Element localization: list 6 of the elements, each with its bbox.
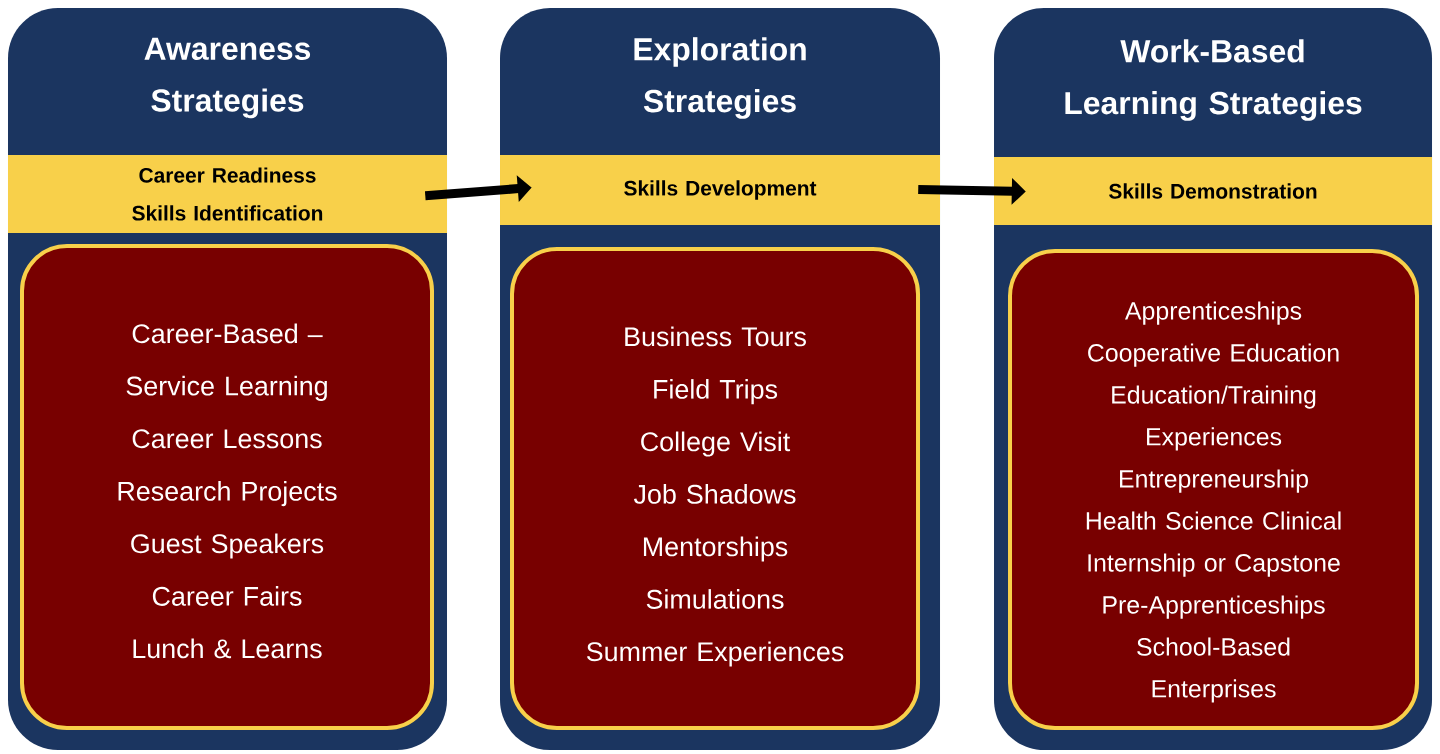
stage-band: Career Readiness Skills Identification [8, 155, 447, 233]
stage-band: Skills Development [500, 155, 940, 225]
activity-list-box: Career-Based – Service Learning Career Lessons Research Projects Guest Speakers Career Fairs Lunch & Learns [20, 244, 434, 730]
activity-list-box: Apprenticeships Cooperative Education Education/Training Experiences Entrepreneurship Health Science Clinical Internship or Capstone Pre-Apprenticeships School-Based Enterprises [1008, 249, 1419, 730]
activity-list-box: Business Tours Field Trips College Visit Job Shadows Mentorships Simulations Summer Experiences [510, 247, 920, 730]
stage-band: Skills Demonstration [994, 157, 1432, 225]
